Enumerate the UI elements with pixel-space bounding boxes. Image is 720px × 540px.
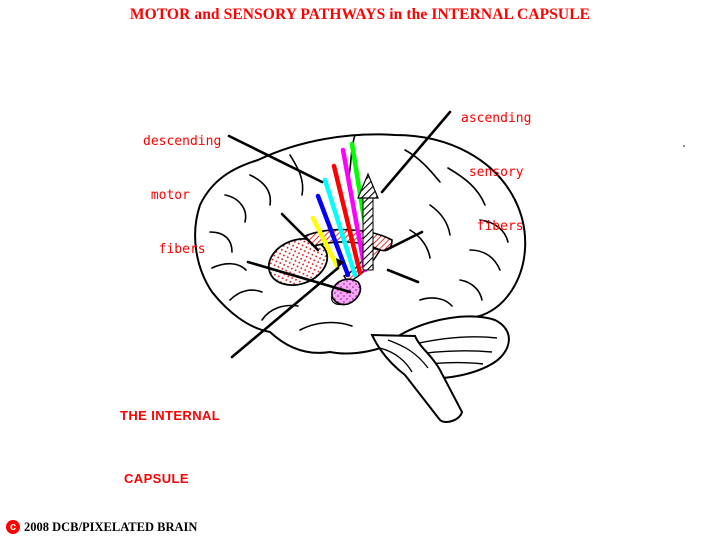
label-line: fibers xyxy=(461,219,524,234)
label-line: CAPSULE xyxy=(120,471,189,486)
label-internal-capsule: THE INTERNAL CAPSULE xyxy=(120,363,220,510)
edge-dot xyxy=(683,145,685,147)
brainstem xyxy=(370,333,464,423)
label-descending-motor-fibers: descending motor fibers xyxy=(143,97,221,277)
label-line: descending xyxy=(143,134,222,149)
fiber-cyan xyxy=(322,177,358,278)
label-line: sensory xyxy=(461,165,524,180)
pointer-lines xyxy=(227,110,452,359)
fiber-red xyxy=(331,163,363,276)
brain-sulci xyxy=(209,134,509,331)
label-line: ascending xyxy=(461,111,532,126)
pointer-arrowhead xyxy=(336,258,344,268)
label-line: THE INTERNAL xyxy=(120,408,221,423)
motor-fibers xyxy=(310,141,375,278)
sensory-fiber-arrow xyxy=(357,172,379,271)
copyright-notice: c 2008 DCB/PIXELATED BRAIN xyxy=(6,518,197,536)
label-ascending-sensory-fibers: ascending sensory fibers xyxy=(461,74,531,254)
fiber-magenta xyxy=(340,147,368,273)
copyright-icon: c xyxy=(6,520,20,534)
diagram-title: MOTOR and SENSORY PATHWAYS in the INTERN… xyxy=(129,6,591,23)
label-line: fibers xyxy=(143,242,206,257)
copyright-text: 2008 DCB/PIXELATED BRAIN xyxy=(24,519,198,534)
fiber-yellow xyxy=(310,215,341,271)
label-line: motor xyxy=(143,188,190,203)
